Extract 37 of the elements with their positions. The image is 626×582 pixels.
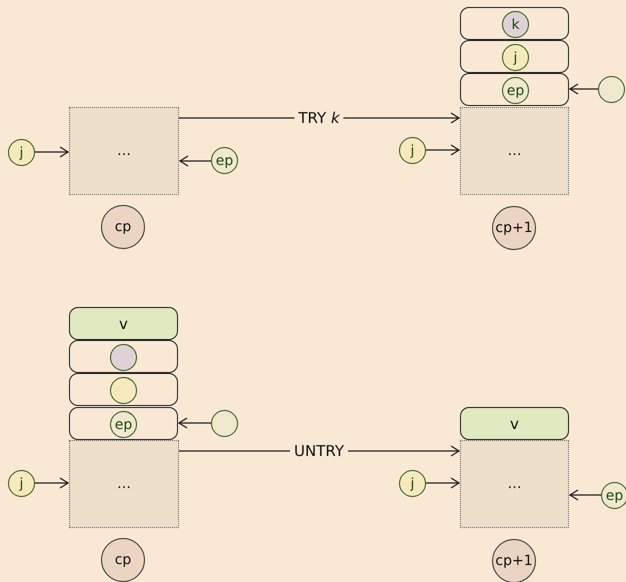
arrow: [569, 83, 598, 95]
stack-box: …: [69, 440, 179, 528]
pointer-circle: cp: [101, 538, 145, 582]
token-circle: [110, 344, 137, 371]
pointer-circle: cp: [101, 205, 145, 249]
token-circle: ep: [601, 482, 626, 509]
token-circle: j: [399, 470, 426, 497]
token-circle: [110, 377, 137, 404]
arrow: [35, 146, 69, 158]
arrow: [179, 155, 211, 167]
arrow: [426, 144, 460, 156]
stack-box: …: [460, 107, 569, 195]
value-box: v: [460, 407, 569, 440]
token-circle: ep: [211, 147, 238, 174]
stack-frame: [69, 340, 178, 373]
arrow: [178, 417, 211, 429]
stack-frame: [460, 40, 569, 73]
stack-frame: [460, 73, 569, 106]
pointer-circle: cp+1: [492, 539, 536, 582]
token-circle: j: [8, 139, 35, 166]
token-circle: ep: [110, 411, 137, 438]
stack-frame: [69, 373, 178, 406]
arrow: [35, 477, 69, 489]
token-circle: j: [399, 137, 426, 164]
stack-box: …: [460, 440, 569, 528]
stack-frame: [460, 7, 569, 40]
token-circle: [211, 410, 238, 437]
token-circle: j: [8, 470, 35, 497]
token-circle: k: [502, 11, 529, 38]
value-box: v: [69, 307, 178, 340]
arrow: [426, 477, 460, 489]
pointer-circle: cp+1: [492, 206, 536, 250]
token-circle: ep: [502, 77, 529, 104]
token-circle: [598, 76, 625, 103]
arrow: [569, 489, 601, 501]
stack-box: …: [69, 107, 179, 195]
token-circle: j: [502, 44, 529, 71]
